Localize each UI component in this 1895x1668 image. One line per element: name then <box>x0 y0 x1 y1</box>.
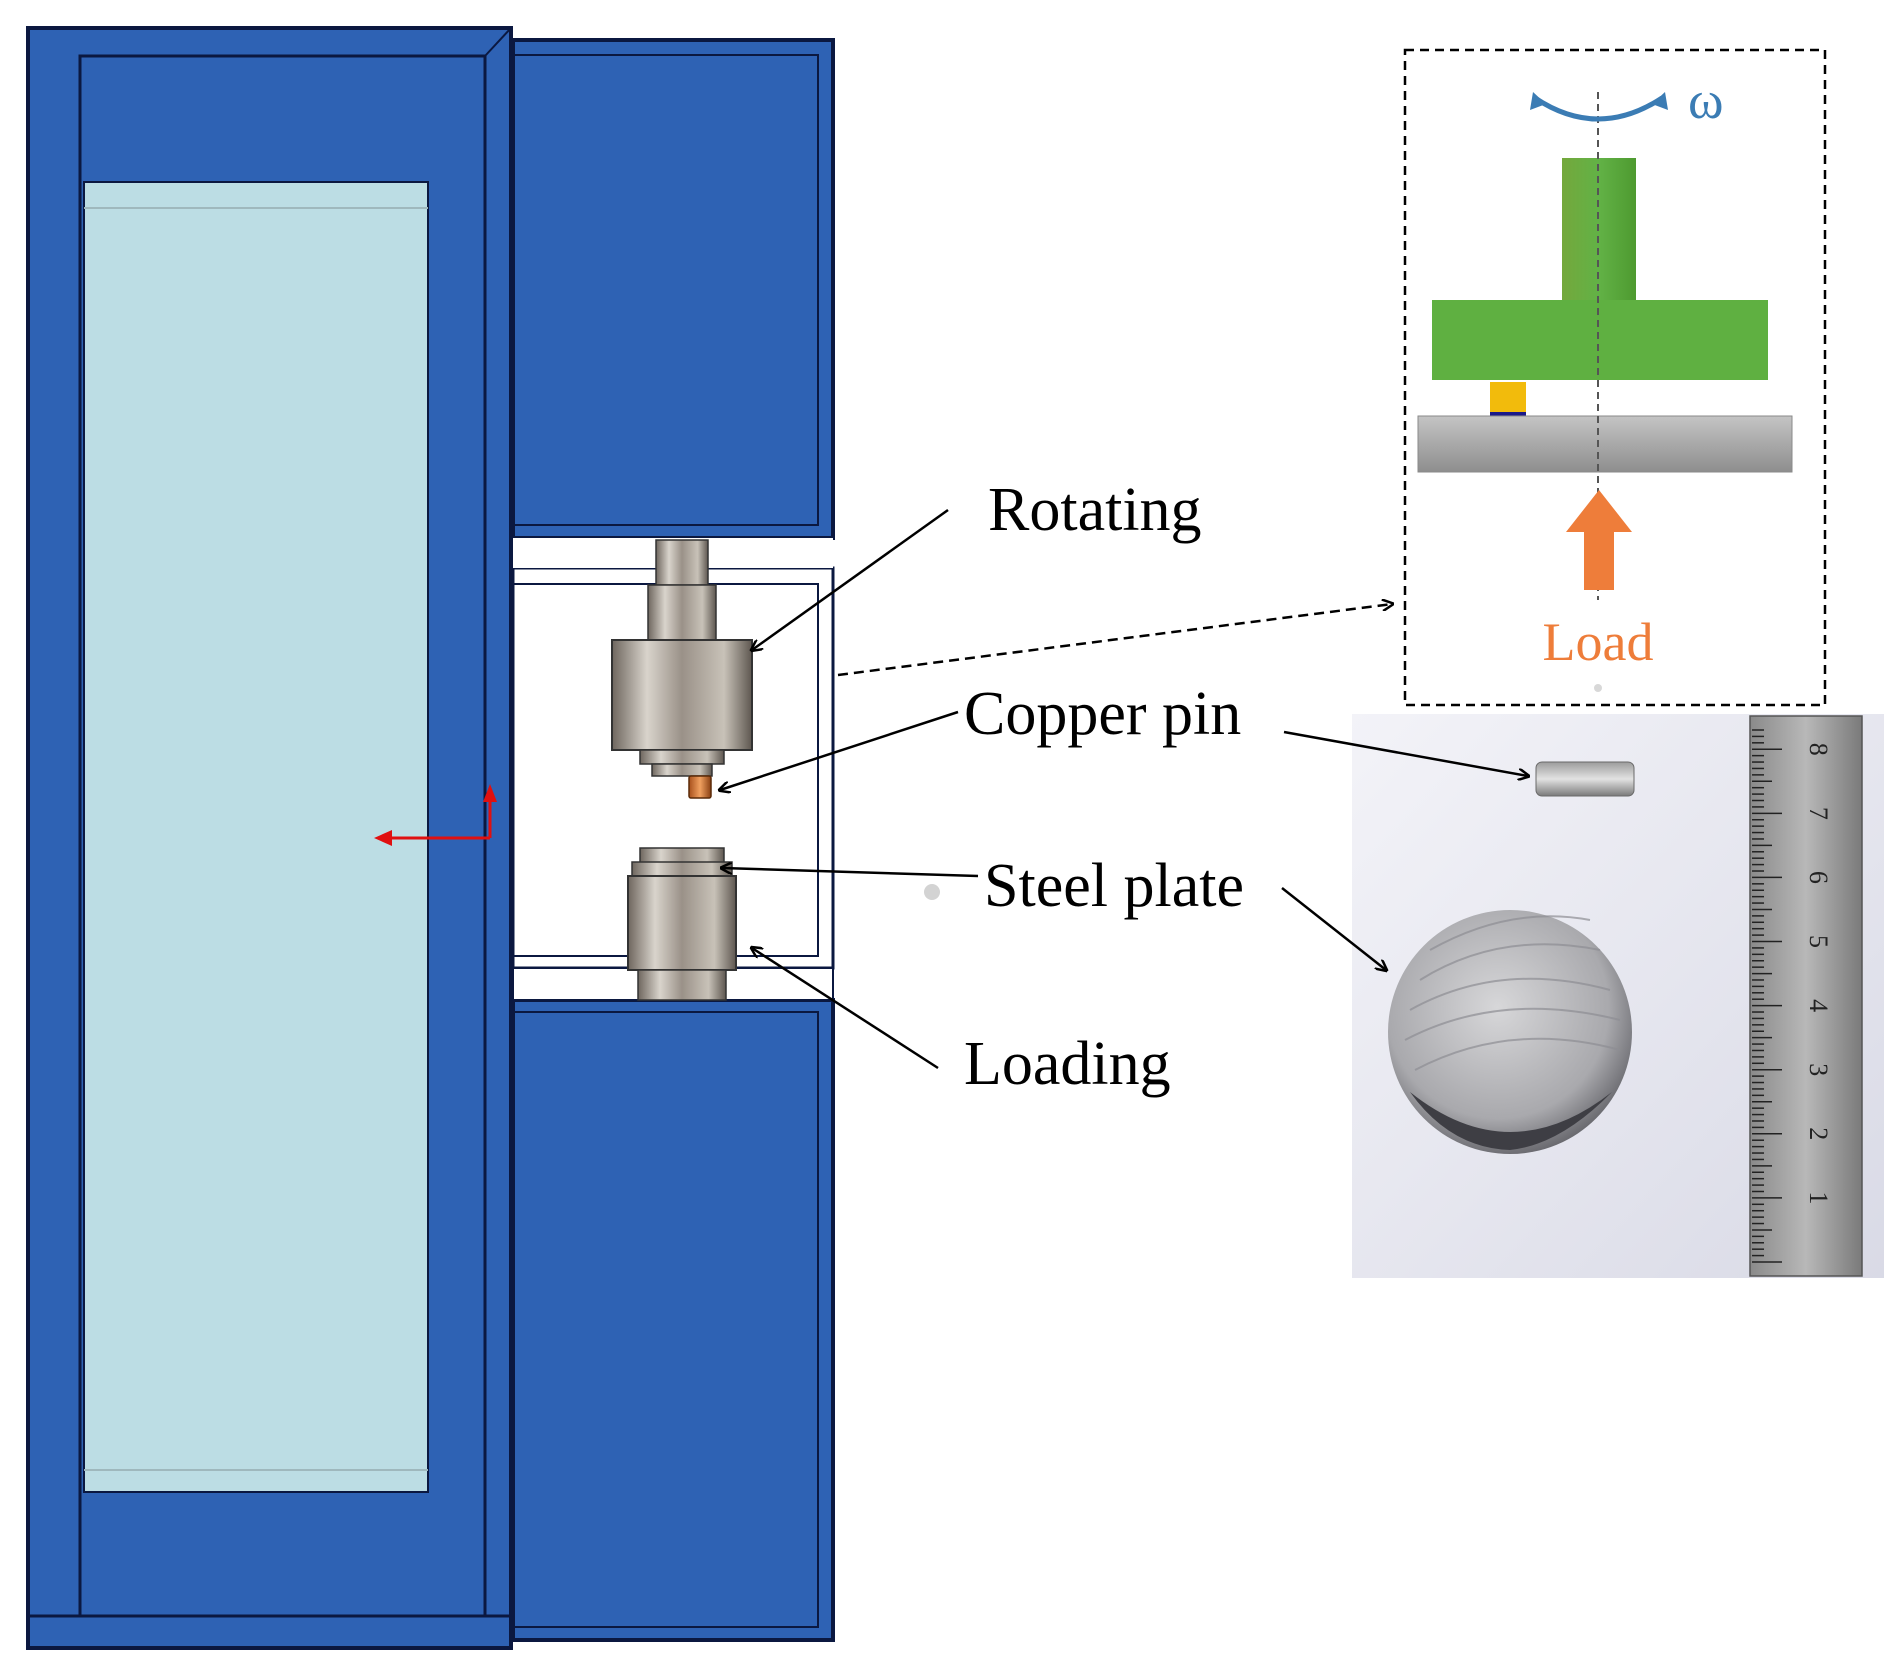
machine-frame <box>26 26 835 1650</box>
inset-steel-plate <box>1417 415 1793 473</box>
coordinate-axes <box>374 784 497 846</box>
inset-connector <box>837 604 1392 677</box>
rotation-arrow <box>1533 95 1664 122</box>
inset-pin <box>1490 382 1526 414</box>
ruler: 1 2 3 4 5 6 7 8 <box>1749 715 1863 1277</box>
lower-block <box>511 998 835 1642</box>
load-arrow <box>1566 490 1632 590</box>
pin-photo <box>1535 761 1635 797</box>
copper-pin <box>688 775 712 799</box>
ruler-number: 1 <box>1804 1191 1833 1204</box>
rotating-head <box>611 539 753 799</box>
specimen-photo: 1 2 3 4 5 6 7 8 <box>1352 714 1884 1278</box>
ruler-number: 7 <box>1804 807 1833 820</box>
loading-label: Loading <box>964 1030 1171 1098</box>
ruler-number: 4 <box>1804 999 1833 1012</box>
inset-schematic: ω Load <box>1403 48 1827 707</box>
ruler-number: 8 <box>1804 743 1833 756</box>
ruler-number: 3 <box>1804 1063 1833 1076</box>
callouts: Rotating Copper pin Steel plate Loading <box>720 476 1528 1098</box>
inset-disk <box>1432 300 1768 380</box>
omega-symbol: ω <box>1688 70 1724 130</box>
ruler-number: 6 <box>1804 871 1833 884</box>
steel-plate-label: Steel plate <box>984 852 1244 920</box>
ruler-number: 2 <box>1804 1127 1833 1140</box>
copper-pin-label: Copper pin <box>964 680 1241 748</box>
window-glass <box>83 181 429 1493</box>
steel-disc-photo <box>1388 910 1632 1154</box>
ruler-number: 5 <box>1804 935 1833 948</box>
rotating-label: Rotating <box>988 476 1202 544</box>
upper-block <box>511 38 835 540</box>
loading-holder <box>627 847 737 1001</box>
load-label: Load <box>1543 612 1654 672</box>
